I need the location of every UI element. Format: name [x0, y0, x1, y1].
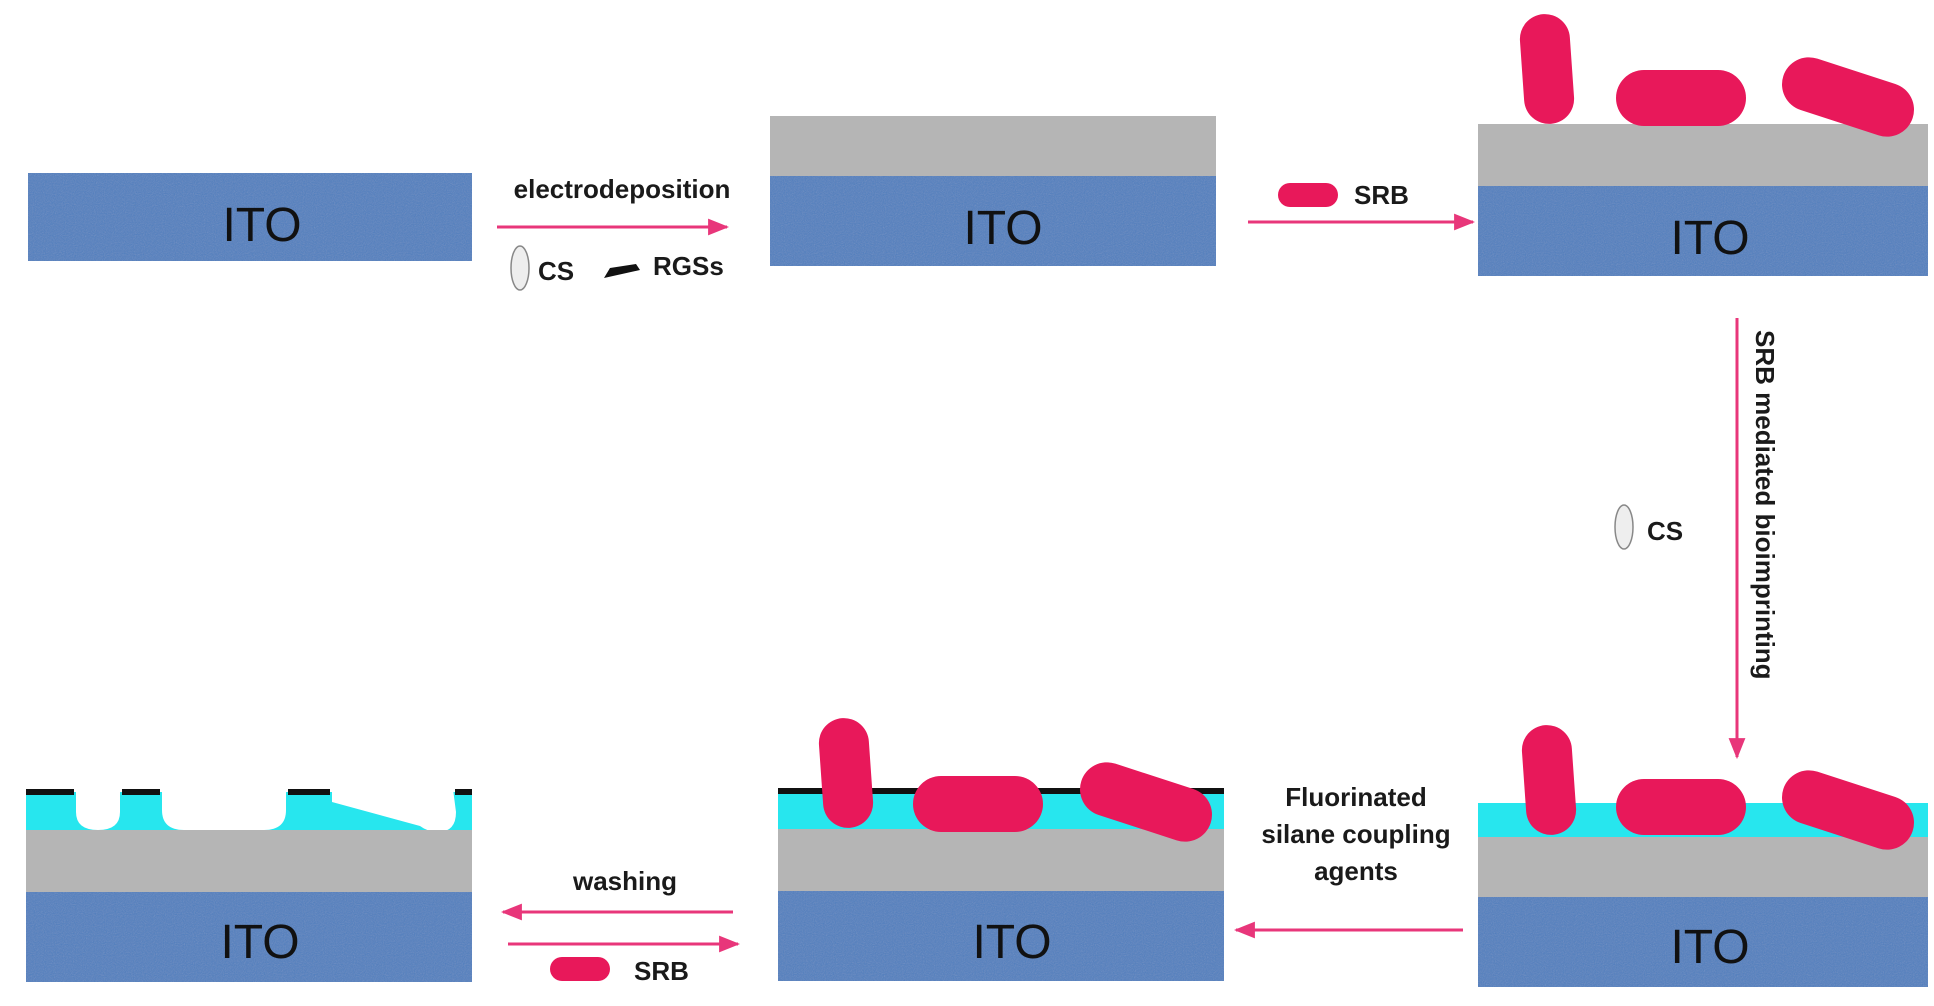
- srb-rod-icon: [1278, 183, 1338, 207]
- step-3-srb-adsorbed: ITO: [1478, 14, 1928, 276]
- ito-layer: [1478, 186, 1928, 276]
- srb-cell: [1519, 14, 1575, 124]
- srb-cell: [1782, 770, 1914, 850]
- film-layer: [770, 116, 1216, 176]
- arrow-srb-adsorption: SRB: [1248, 180, 1476, 231]
- imprint-cavity: [332, 789, 456, 832]
- srb-cell: [1782, 57, 1914, 137]
- film-layer: [1478, 837, 1928, 897]
- srb-cell: [1616, 70, 1746, 126]
- imprint-cavity: [76, 789, 120, 830]
- srb-mediated-label: SRB mediated bioimprinting: [1750, 330, 1780, 680]
- srb-cell: [1616, 779, 1746, 835]
- srb-label: SRB: [634, 956, 689, 986]
- step-1-bare-ito: ITO: [28, 173, 472, 261]
- fluorinated-label-line1: Fluorinated: [1285, 782, 1427, 812]
- cs-label: CS: [538, 256, 574, 286]
- cs-capsule-icon: [1614, 504, 1634, 550]
- ito-layer: [778, 891, 1224, 981]
- arrow-electrodeposition: electrodeposition CS RGSs: [497, 174, 731, 291]
- step-6-imprinted-cavities: ITO: [26, 789, 472, 982]
- srb-rod-icon: [550, 957, 610, 981]
- ito-label: ITO: [972, 916, 1051, 969]
- ito-layer: [770, 176, 1216, 266]
- fluorinated-label-line3: agents: [1314, 856, 1398, 886]
- srb-cell: [1080, 762, 1212, 842]
- cs-label: CS: [1647, 516, 1683, 546]
- srb-cell: [913, 776, 1043, 832]
- srb-cell: [1521, 725, 1577, 835]
- ito-label: ITO: [1670, 921, 1749, 974]
- ito-label: ITO: [220, 916, 299, 969]
- step-4-imprinted-with-srb: ITO: [1478, 725, 1928, 987]
- cs-capsule-icon: [510, 245, 530, 291]
- ito-layer: [1478, 897, 1928, 987]
- step-5-fluorinated-with-srb: ITO: [778, 718, 1224, 981]
- rgss-label: RGSs: [653, 251, 724, 281]
- ito-layer: [28, 173, 472, 261]
- fluorinated-label-line2: silane coupling: [1261, 819, 1450, 849]
- arrow-washing: washing SRB: [500, 866, 741, 986]
- imprint-cavity: [162, 789, 286, 830]
- step-2-film-ito: ITO: [770, 116, 1216, 266]
- srb-label: SRB: [1354, 180, 1409, 210]
- arrow-bioimprinting: SRB mediated bioimprinting CS: [1614, 318, 1780, 760]
- film-layer: [778, 829, 1224, 891]
- film-layer: [1478, 124, 1928, 186]
- washing-label: washing: [572, 866, 677, 896]
- srb-cell: [818, 718, 874, 828]
- ito-label: ITO: [1670, 212, 1749, 265]
- ito-layer: [26, 892, 472, 982]
- ito-label: ITO: [963, 202, 1042, 255]
- arrow-fluorinated-silane: Fluorinated silane coupling agents: [1233, 782, 1463, 939]
- film-layer: [26, 830, 472, 892]
- rgs-sheet-icon: [604, 264, 640, 278]
- electrodeposition-label: electrodeposition: [514, 174, 731, 204]
- ito-label: ITO: [222, 199, 301, 252]
